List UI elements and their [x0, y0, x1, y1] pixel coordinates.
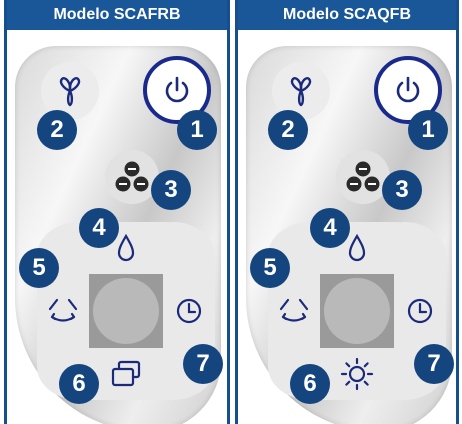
clock-icon: [174, 296, 204, 326]
badge-4: 4: [310, 208, 350, 248]
sun-icon: [340, 357, 374, 391]
remote-body: [15, 46, 221, 424]
speed-button[interactable]: [105, 150, 159, 204]
copy-icon: [109, 359, 143, 389]
swing-icon: [278, 295, 310, 327]
swing-icon: [47, 295, 79, 327]
clock-icon: [405, 296, 435, 326]
badge-1: 1: [408, 110, 448, 150]
badge-4: 4: [79, 208, 119, 248]
panel-scaqfb: Modelo SCAQFB: [235, 0, 459, 424]
badge-7: 7: [183, 344, 223, 384]
panel-title: Modelo SCAFRB: [7, 0, 227, 30]
power-icon: [161, 74, 193, 106]
panel-title: Modelo SCAQFB: [238, 0, 456, 30]
fan-icon: [284, 74, 318, 108]
badge-5: 5: [250, 248, 290, 288]
badge-1: 1: [177, 110, 217, 150]
badge-6: 6: [59, 364, 99, 404]
power-icon: [392, 74, 424, 106]
dpad-center: [324, 278, 390, 344]
fan-icon: [53, 74, 87, 108]
drop-icon: [346, 233, 368, 263]
badge-2: 2: [37, 110, 77, 150]
speed-button[interactable]: [336, 150, 390, 204]
badge-6: 6: [290, 364, 330, 404]
badge-3: 3: [382, 170, 422, 210]
badge-5: 5: [19, 248, 59, 288]
badge-3: 3: [151, 170, 191, 210]
dpad-center: [93, 278, 159, 344]
badge-7: 7: [414, 344, 454, 384]
drop-icon: [115, 233, 137, 263]
speed-icon: [114, 160, 150, 194]
panel-scafrb: Modelo SCAFRB: [4, 0, 230, 424]
badge-2: 2: [268, 110, 308, 150]
speed-icon: [345, 160, 381, 194]
